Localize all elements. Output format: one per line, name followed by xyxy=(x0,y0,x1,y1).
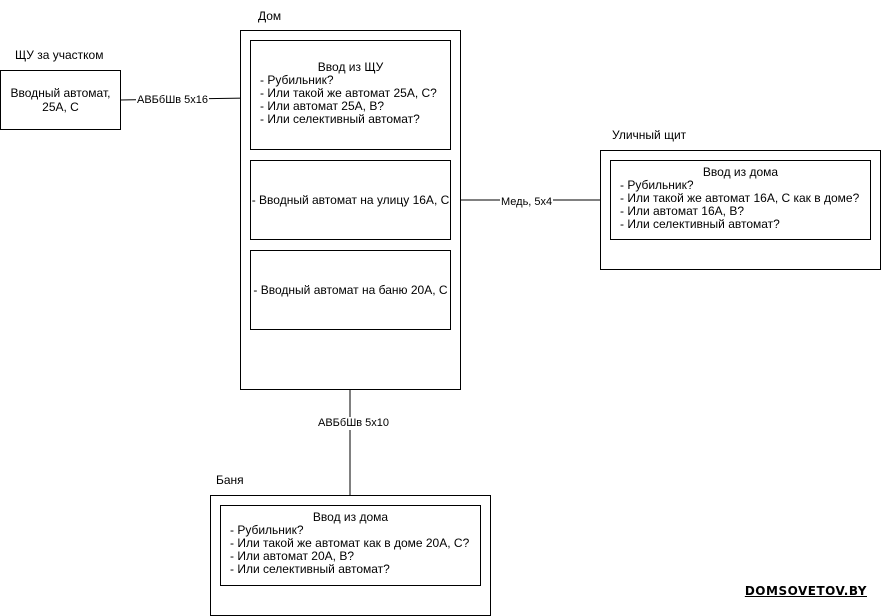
house-input-title: Ввод из ЩУ xyxy=(317,60,384,74)
bath-input-item: - Или селективный автомат? xyxy=(230,562,390,576)
cable-label-shu-house: АВБбШв 5х16 xyxy=(136,94,210,107)
shu-breaker-box: Вводный автомат, 25А, С xyxy=(0,70,121,130)
cable-label-house-bath: АВБбШв 5х10 xyxy=(317,417,391,430)
house-input-item: - Или такой же автомат 25А, С? xyxy=(260,86,437,100)
street-panel-input-item: - Или автомат 16А, В? xyxy=(620,204,745,218)
house-bath-breaker-block: - Вводный автомат на баню 20А, С xyxy=(250,250,451,330)
cable-label-house-street: Медь, 5х4 xyxy=(500,196,554,209)
street-panel-input-block: Ввод из дома - Рубильник? - Или такой же… xyxy=(610,160,871,240)
bath-input-item: - Или автомат 20А, В? xyxy=(230,549,355,563)
street-panel-input-title: Ввод из дома xyxy=(702,165,779,179)
house-title: Дом xyxy=(258,9,282,23)
street-panel-input-item: - Или селективный автомат? xyxy=(620,217,780,231)
watermark-logo: DOMSOVETOV.BY xyxy=(744,584,867,598)
house-street-breaker-label: - Вводный автомат на улицу 16А, С xyxy=(251,193,450,207)
house-bath-breaker-label: - Вводный автомат на баню 20А, С xyxy=(253,283,448,297)
shu-title: ЩУ за участком xyxy=(15,48,104,62)
house-input-item: - Или автомат 25А, В? xyxy=(260,99,385,113)
house-input-item: - Рубильник? xyxy=(260,73,334,87)
bath-input-item: - Или такой же автомат как в доме 20А, С… xyxy=(230,536,470,550)
bath-input-title: Ввод из дома xyxy=(312,510,389,524)
house-street-breaker-block: - Вводный автомат на улицу 16А, С xyxy=(250,160,451,240)
bath-input-block: Ввод из дома - Рубильник? - Или такой же… xyxy=(220,505,481,586)
street-panel-input-item: - Или такой же автомат 16А, С как в доме… xyxy=(620,191,860,205)
shu-breaker-line2: 25А, С xyxy=(42,100,79,114)
bath-input-item: - Рубильник? xyxy=(230,523,304,537)
house-input-item: - Или селективный автомат? xyxy=(260,112,420,126)
street-panel-title: Уличный щит xyxy=(612,128,687,142)
house-input-block: Ввод из ЩУ - Рубильник? - Или такой же а… xyxy=(250,40,451,150)
bath-title: Баня xyxy=(216,473,244,487)
street-panel-input-item: - Рубильник? xyxy=(620,178,694,192)
shu-breaker-line1: Вводный автомат, xyxy=(10,86,111,100)
